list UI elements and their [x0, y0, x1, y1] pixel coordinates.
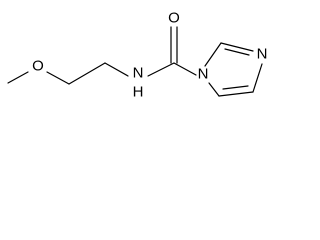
methoxy-oxygen-label: O — [32, 58, 44, 75]
carbonyl-oxygen-label: O — [168, 10, 180, 27]
bond-c4-c5 — [218, 91, 254, 97]
amide-nitrogen-label: N — [133, 65, 144, 82]
bond-nh-carbonyl — [147, 62, 175, 77]
bond-c5-n1 — [208, 82, 220, 97]
bond-ch2-ch2 — [68, 62, 106, 85]
bond-ch2-nh — [104, 62, 129, 77]
bond-c2-n3-inner — [224, 48, 250, 56]
bond-carbonyl-n1 — [173, 62, 197, 76]
bond-oxygen-ch2 — [46, 71, 70, 85]
bond-n3-c4 — [252, 63, 263, 93]
imidazole-n1-label: N — [198, 66, 209, 83]
amide-hydrogen-label: H — [133, 84, 144, 101]
bond-c2-n3 — [220, 42, 254, 52]
chemical-structure: O N H O N N — [7, 10, 268, 101]
bond-n1-c2 — [204, 42, 222, 67]
bond-methyl-oxygen — [7, 71, 29, 84]
imidazole-n3-label: N — [257, 46, 268, 63]
bond-c4-c5-inner — [222, 85, 249, 90]
